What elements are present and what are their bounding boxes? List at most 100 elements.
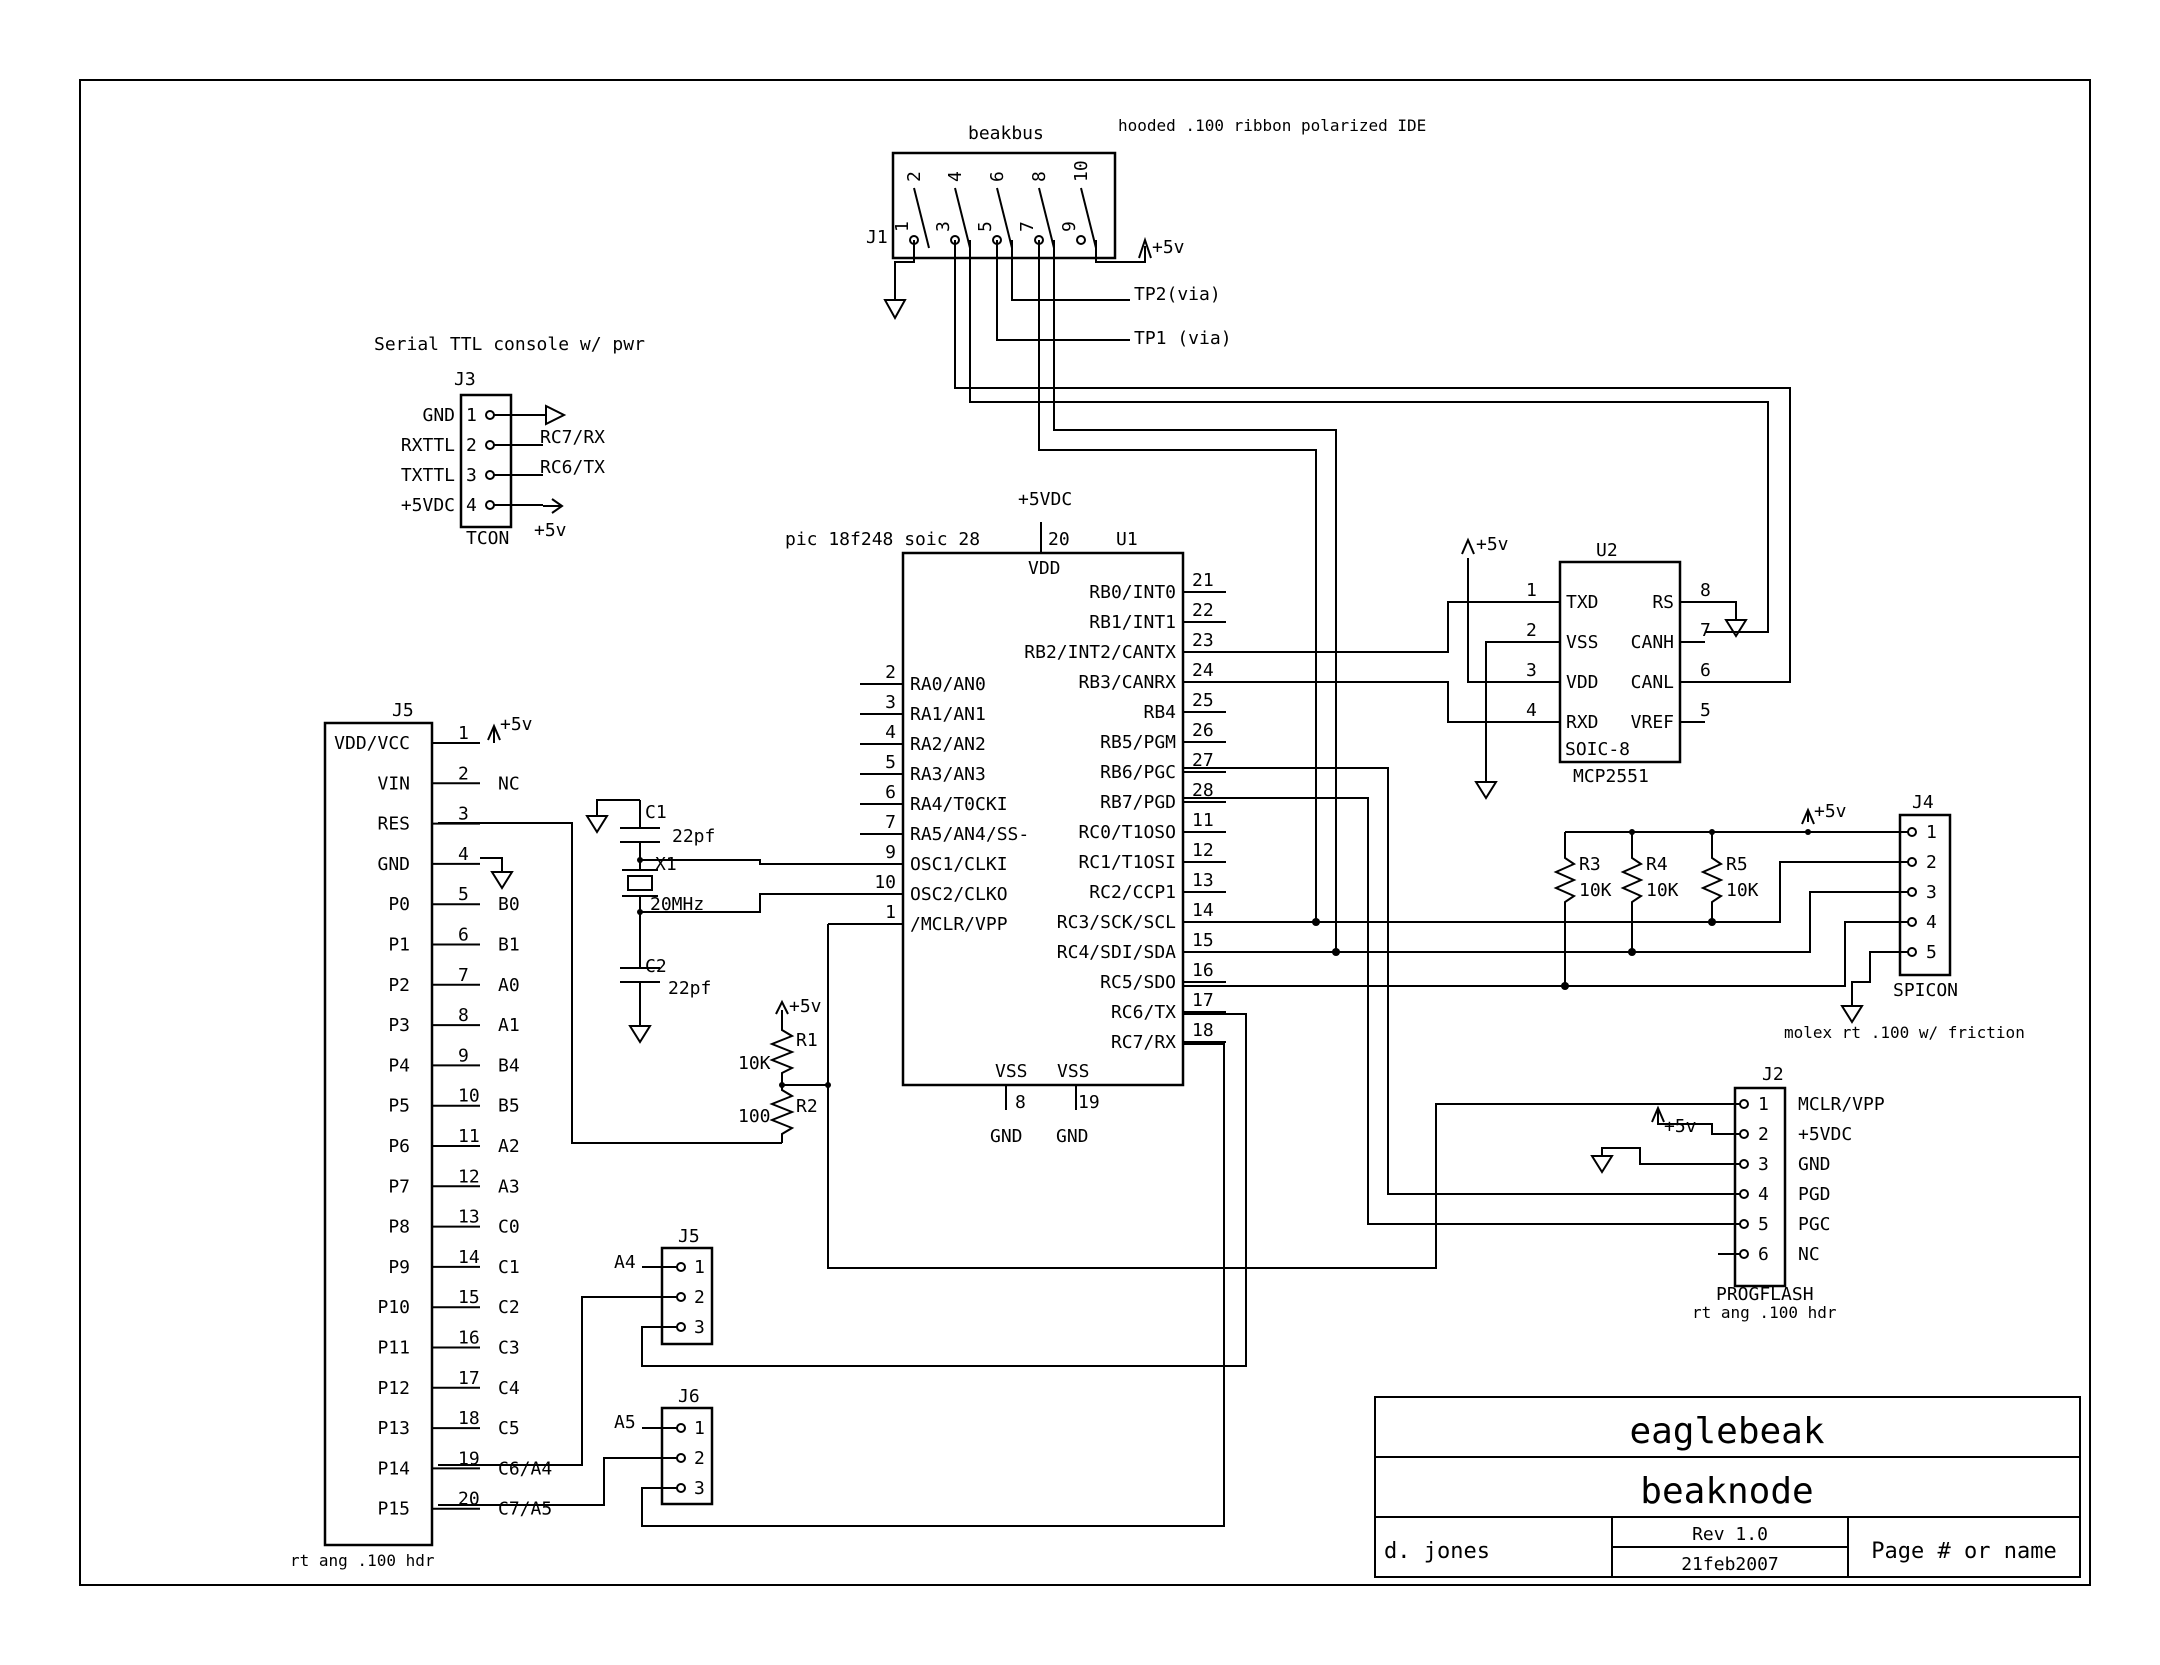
j4-pin-circle-1: [1907, 827, 1917, 837]
j5-pin-net-7: A0: [498, 975, 520, 996]
j5-pin-label-3: RES: [377, 814, 410, 835]
j5-pin-net-17: C4: [498, 1378, 520, 1399]
j5-pin-num-18: 18: [458, 1408, 480, 1429]
j1-pin-8: 8: [1029, 171, 1050, 182]
j5-pin-num-13: 13: [458, 1207, 480, 1228]
j5-pin-label-18: P13: [377, 1418, 410, 1439]
u1-vss-pins: [1005, 1085, 1077, 1110]
j2-pin-circle-2: [1739, 1129, 1749, 1139]
sdi-net: [1183, 891, 1890, 953]
j5-pin-label-5: P0: [388, 894, 410, 915]
j2-pin-circle-1: [1739, 1099, 1749, 1109]
c2-value: 22pf: [668, 978, 711, 999]
pgd-net: [1183, 797, 1740, 1225]
j5-pin-num-6: 6: [458, 925, 469, 946]
j2-pin-num-3: 3: [1758, 1154, 1769, 1175]
j5-ref: J5: [392, 700, 414, 721]
j5-pin-label-20: P15: [377, 1499, 410, 1520]
progflash-note: rt ang .100 hdr: [1692, 1303, 1837, 1322]
u1-vdd-power: +5VDC: [1018, 489, 1072, 510]
j5-5v-arrow: [487, 723, 501, 743]
c2-symbol: [620, 912, 660, 1026]
j3-pin-circle-4: [485, 500, 495, 510]
j5-note: rt ang .100 hdr: [290, 1551, 435, 1570]
j5s-net: A4: [614, 1252, 636, 1273]
j5small-pin-num-3: 3: [694, 1317, 705, 1338]
j5-pin-net-6: B1: [498, 935, 520, 956]
r1-5v: [775, 999, 789, 1027]
j2-pin-num-5: 5: [1758, 1214, 1769, 1235]
title-page: Page # or name: [1871, 1539, 2056, 1564]
j5-pin-label-12: P7: [388, 1176, 410, 1197]
u1-right-pin-label-11: RC0/T1OSO: [1078, 822, 1176, 843]
u1-left-pin-num-3: 3: [885, 692, 896, 713]
c1-ref: C1: [645, 802, 667, 823]
u2-right-label-6: CANL: [1631, 672, 1675, 693]
u1-right-pin-label-14: RC3/SCK/SCL: [1057, 912, 1176, 933]
pullup-val-R5: 10K: [1726, 880, 1759, 901]
r2-resistor: [769, 1085, 795, 1143]
j4-gnd-symbol: [1840, 1005, 1864, 1024]
u1-right-pin-label-15: RC4/SDI/SDA: [1057, 942, 1176, 963]
u1-pic: +5VDC 20 U1 pic 18f248 soic 28 VDD 2RA0/…: [785, 489, 1226, 1147]
j4-pin-num-3: 3: [1926, 882, 1937, 903]
j1-gnd-symbol: [883, 299, 907, 321]
j5-pin-net-13: C0: [498, 1217, 520, 1238]
j5small-pin-num-2: 2: [694, 1287, 705, 1308]
j5-pin-net-20: C7/A5: [498, 1499, 552, 1520]
j5small-pin-num-1: 1: [694, 1257, 705, 1278]
u1-right-pin-num-13: 13: [1192, 870, 1214, 891]
sda-net: [1053, 240, 1337, 952]
j2-pin-num-6: 6: [1758, 1244, 1769, 1265]
j1-pin-2: 2: [904, 171, 925, 182]
u1-right-pin-label-22: RB1/INT1: [1089, 612, 1176, 633]
j2-gnd-symbol: [1590, 1155, 1614, 1174]
j3-body: [459, 393, 513, 529]
u1-vss2-label: VSS: [1057, 1061, 1090, 1082]
rail-junction-3: [1805, 829, 1811, 835]
sdo-net: [1183, 921, 1890, 987]
j5small-pin-circle-3: [676, 1322, 686, 1332]
j2-pin-num-2: 2: [1758, 1124, 1769, 1145]
x1-crystal: [627, 875, 653, 891]
j5-pin-label-7: P2: [388, 975, 410, 996]
j4-body: [1898, 813, 1952, 977]
r5-junction: [1708, 918, 1716, 926]
j6-header: J6 A5 123: [614, 1386, 714, 1506]
j5-pin-label-6: P1: [388, 935, 410, 956]
j5-pin-label-9: P4: [388, 1055, 410, 1076]
j6-pin-num-3: 3: [694, 1478, 705, 1499]
u1-right-pin-label-23: RB2/INT2/CANTX: [1024, 642, 1176, 663]
j5-pin-num-17: 17: [458, 1368, 480, 1389]
j5-pin-net-12: A3: [498, 1176, 520, 1197]
j2-pin-label-2: +5VDC: [1798, 1124, 1852, 1145]
u1-right-pin-label-21: RB0/INT0: [1089, 582, 1176, 603]
u1-left-pin-num-4: 4: [885, 722, 896, 743]
u1-right-pin-label-12: RC1/T1OSI: [1078, 852, 1176, 873]
pullup-ref-R3: R3: [1579, 854, 1601, 875]
c1-gnd-symbol: [585, 815, 609, 834]
title-block-frame: [1374, 1396, 2081, 1578]
u1-vss1-gnd: GND: [990, 1126, 1023, 1147]
u2-left-num-3: 3: [1526, 660, 1537, 681]
title-revision: Rev 1.0: [1692, 1524, 1768, 1545]
tp1-label: TP1 (via): [1134, 328, 1232, 349]
u1-right-pin-label-26: RB5/PGM: [1100, 732, 1176, 753]
j1-jump-7-8: [1038, 187, 1055, 249]
j3-pin-label-4: +5VDC: [401, 495, 455, 516]
u2-right-label-8: RS: [1652, 592, 1674, 613]
j3-pin-circle-2: [485, 440, 495, 450]
rc7-net: [641, 1043, 1225, 1527]
j4-pin-circle-5: [1907, 947, 1917, 957]
j5-pin-label-17: P12: [377, 1378, 410, 1399]
c6a4-net: [438, 1296, 664, 1466]
j3-5v-flag: [543, 498, 564, 514]
j1-5v-wire: [1095, 240, 1146, 263]
pullup-ref-R4: R4: [1646, 854, 1668, 875]
r1-value: 10K: [738, 1053, 771, 1074]
j3-pin-num-4: 4: [466, 495, 477, 516]
title-block: eaglebeak beaknode d. jones Rev 1.0 21fe…: [1374, 1396, 2081, 1578]
j5-pin-net-8: A1: [498, 1015, 520, 1036]
